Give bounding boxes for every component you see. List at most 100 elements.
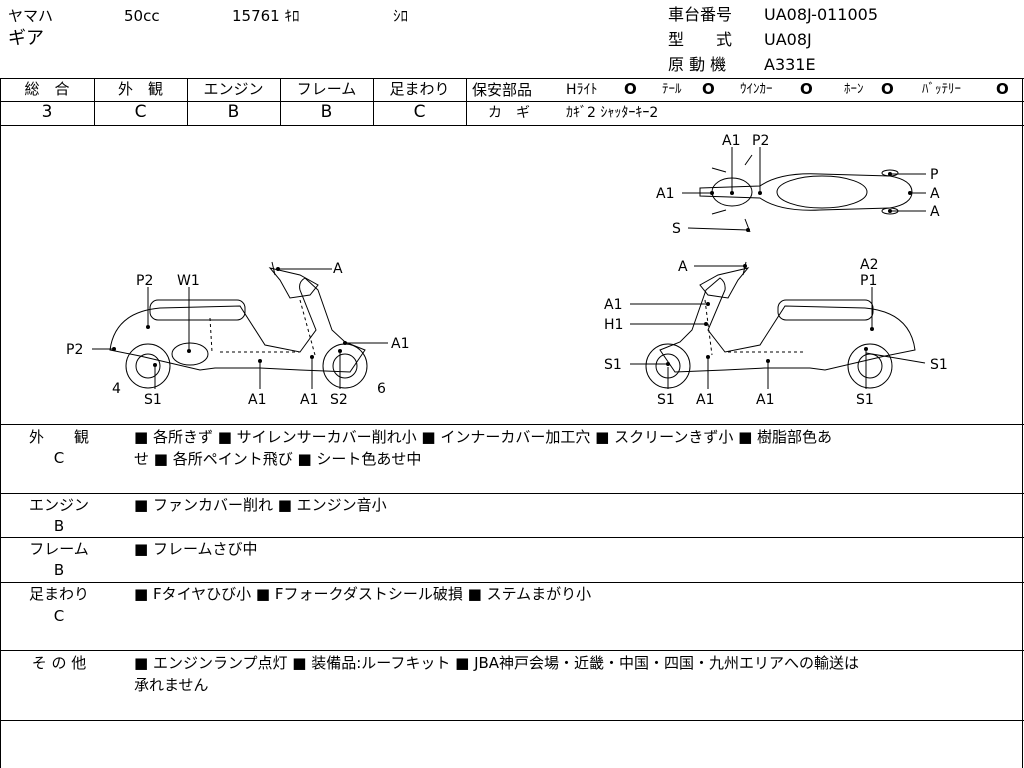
divider: [0, 78, 1, 768]
diagram-label-right-s1c: S1: [856, 392, 874, 408]
remark-exterior-text2: せ ■ 各所ペイント飛び ■ シート色あせ中: [134, 450, 422, 468]
remark-other-text2: 承れません: [134, 676, 209, 694]
safety-label: 保安部品: [472, 81, 533, 99]
overall-label: 総 合: [24, 80, 70, 98]
diagram-label-left-a1b: A1: [248, 392, 266, 408]
diagram-label-right-h1: H1: [604, 317, 623, 333]
engine-label: 原 動 機: [668, 55, 727, 74]
scooter-left-side: [109, 261, 368, 389]
horn-label: ﾎｰﾝ: [844, 82, 864, 97]
model-label: 型 式: [668, 30, 733, 49]
tail-label: ﾃｰﾙ: [662, 82, 682, 97]
displacement: 50cc: [124, 7, 160, 25]
diagram-label-right-s1b: S1: [930, 357, 948, 373]
horn-ok-mark: O: [881, 80, 894, 98]
diagram-label-left-p2: P2: [136, 273, 153, 289]
frame-number: UA08J-011005: [764, 5, 879, 24]
diagram-label-left-6: 6: [377, 381, 386, 397]
frame-grade-label: フレーム: [296, 80, 357, 98]
divider: [0, 720, 1024, 721]
diagram-label-top-p: P: [930, 167, 938, 183]
headlight-ok-mark: O: [624, 80, 637, 98]
divider: [94, 78, 95, 125]
divider: [1022, 78, 1023, 768]
remark-engine-grade: B: [53, 517, 65, 535]
remark-exterior-label: 外 観: [28, 428, 89, 446]
diagram-label-left-s2: S2: [330, 392, 348, 408]
diagram-label-right-a1b: A1: [696, 392, 714, 408]
remark-other-label: そ の 他: [31, 654, 87, 672]
suspension-grade-label: 足まわり: [389, 80, 450, 98]
diagram-label-top-a: A: [930, 186, 940, 202]
tail-ok-mark: O: [702, 80, 715, 98]
remark-exterior-grade: C: [53, 449, 65, 467]
battery-ok-mark: O: [996, 80, 1009, 98]
diagram-label-top-a1: A1: [722, 133, 740, 149]
diagram-label-left-a1: A1: [391, 336, 409, 352]
diagram-label-left-4: 4: [112, 381, 121, 397]
color: ｼﾛ: [393, 7, 409, 25]
divider: [280, 78, 281, 125]
winker-ok-mark: O: [800, 80, 813, 98]
exterior-grade: C: [134, 102, 147, 122]
divider: [0, 582, 1024, 583]
remark-suspension-label: 足まわり: [28, 585, 89, 603]
divider: [466, 78, 467, 125]
remark-frame-text: ■ フレームさび中: [134, 540, 258, 558]
divider: [0, 650, 1024, 651]
diagram-label-top-a1b: A1: [656, 186, 674, 202]
model-code: UA08J: [764, 30, 812, 49]
divider: [0, 78, 1024, 79]
diagram-label-top-p2: P2: [752, 133, 769, 149]
frame-grade: B: [320, 102, 333, 122]
divider: [373, 78, 374, 125]
winker-label: ｳｲﾝｶｰ: [740, 82, 773, 97]
mileage: 15761 ｷﾛ: [232, 7, 300, 25]
diagram-label-right-s1: S1: [604, 357, 622, 373]
diagram-label-left-s1: S1: [144, 392, 162, 408]
remark-engine-text: ■ ファンカバー削れ ■ エンジン音小: [134, 496, 387, 514]
diagram-label-right-a2: A2: [860, 257, 878, 273]
remark-suspension-text: ■ Fタイヤひび小 ■ Fフォークダストシール破損 ■ ステムまがり小: [134, 585, 592, 603]
scooter-right-leaders: [630, 265, 926, 389]
divider: [468, 101, 1024, 102]
key-label: カ ギ: [488, 105, 530, 121]
diagram-label-left-a1c: A1: [300, 392, 318, 408]
exterior-label: 外 観: [117, 80, 163, 98]
divider: [0, 537, 1024, 538]
scooter-left-leaders: [92, 268, 388, 389]
remark-frame-grade: B: [53, 561, 65, 579]
diagram-label-right-a1c: A1: [756, 392, 774, 408]
diagram-label-left-a: A: [333, 261, 343, 277]
engine-code: A331E: [764, 55, 816, 74]
key-value: ｶｷﾞ2 ｼｬｯﾀｰｷｰ2: [566, 105, 659, 121]
scooter-top-leaders: [682, 147, 926, 231]
diagram-label-right-s1d: S1: [657, 392, 675, 408]
divider: [187, 78, 188, 125]
diagram-label-right-p1: P1: [860, 273, 877, 289]
diagram-label-right-a: A: [678, 259, 688, 275]
battery-label: ﾊﾞｯﾃﾘｰ: [922, 82, 961, 97]
model-name: ギア: [8, 28, 44, 49]
divider: [0, 424, 1024, 425]
engine-grade: B: [227, 102, 240, 122]
diagram-label-left-p2b: P2: [66, 342, 83, 358]
damage-diagram: A P2 W1 P2 A1 4 S1 A1 A1 S2 6: [66, 133, 948, 408]
remark-other-text: ■ エンジンランプ点灯 ■ 装備品:ルーフキット ■ JBA神戸会場・近畿・中国…: [134, 654, 860, 672]
divider: [0, 125, 1024, 126]
remark-exterior-text: ■ 各所きず ■ サイレンサーカバー削れ小 ■ インナーカバー加工穴 ■ スクリ…: [134, 428, 833, 446]
maker: ヤマハ: [8, 7, 54, 25]
diagram-label-right-a1: A1: [604, 297, 622, 313]
remark-suspension-grade: C: [53, 607, 65, 625]
remark-engine-label: エンジン: [28, 496, 89, 514]
divider: [0, 493, 1024, 494]
divider: [0, 101, 468, 102]
remark-frame-label: フレーム: [29, 540, 89, 558]
diagram-label-top-a2: A: [930, 204, 940, 220]
diagram-label-left-w1: W1: [177, 273, 200, 289]
overall-grade: 3: [41, 102, 53, 122]
engine-grade-label: エンジン: [203, 80, 264, 98]
suspension-grade: C: [413, 102, 426, 122]
diagram-label-top-s: S: [672, 221, 681, 237]
